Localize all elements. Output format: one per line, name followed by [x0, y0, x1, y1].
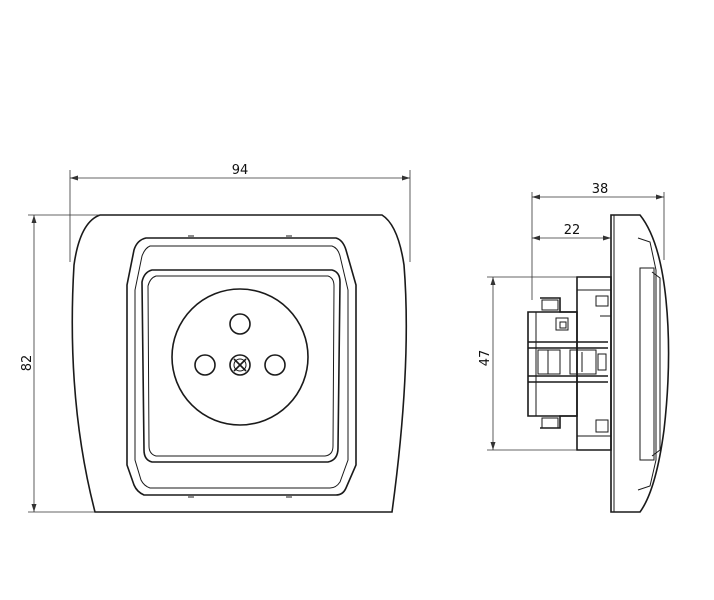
earth-pin-hole: [229, 313, 251, 335]
dimension-label-82: 82: [20, 355, 35, 372]
dimension-side-height: 47: [478, 276, 577, 451]
dimension-label-38: 38: [592, 182, 609, 197]
frame-inner-outline: [134, 245, 349, 489]
side-view: [527, 214, 670, 513]
side-cover-plate: [610, 214, 670, 513]
dimension-side-depth: 38: [531, 182, 665, 300]
socket-recess: [171, 288, 309, 426]
pin-hole-right: [264, 354, 286, 376]
front-view: [71, 214, 408, 513]
socket-face: [141, 269, 341, 463]
dimension-front-width: 94: [69, 163, 411, 262]
pin-hole-left: [194, 354, 216, 376]
center-screw: [229, 354, 251, 376]
socket-face-inner: [147, 275, 335, 457]
side-terminals: [528, 341, 608, 383]
dimension-front-height: 82: [20, 214, 100, 513]
cover-plate-outline: [71, 214, 408, 513]
dimension-side-mount-depth: 22: [532, 223, 611, 241]
frame-outline: [126, 237, 357, 496]
dimension-label-47: 47: [478, 350, 493, 367]
dimension-label-94: 94: [232, 163, 249, 178]
dimension-label-22: 22: [564, 223, 581, 238]
